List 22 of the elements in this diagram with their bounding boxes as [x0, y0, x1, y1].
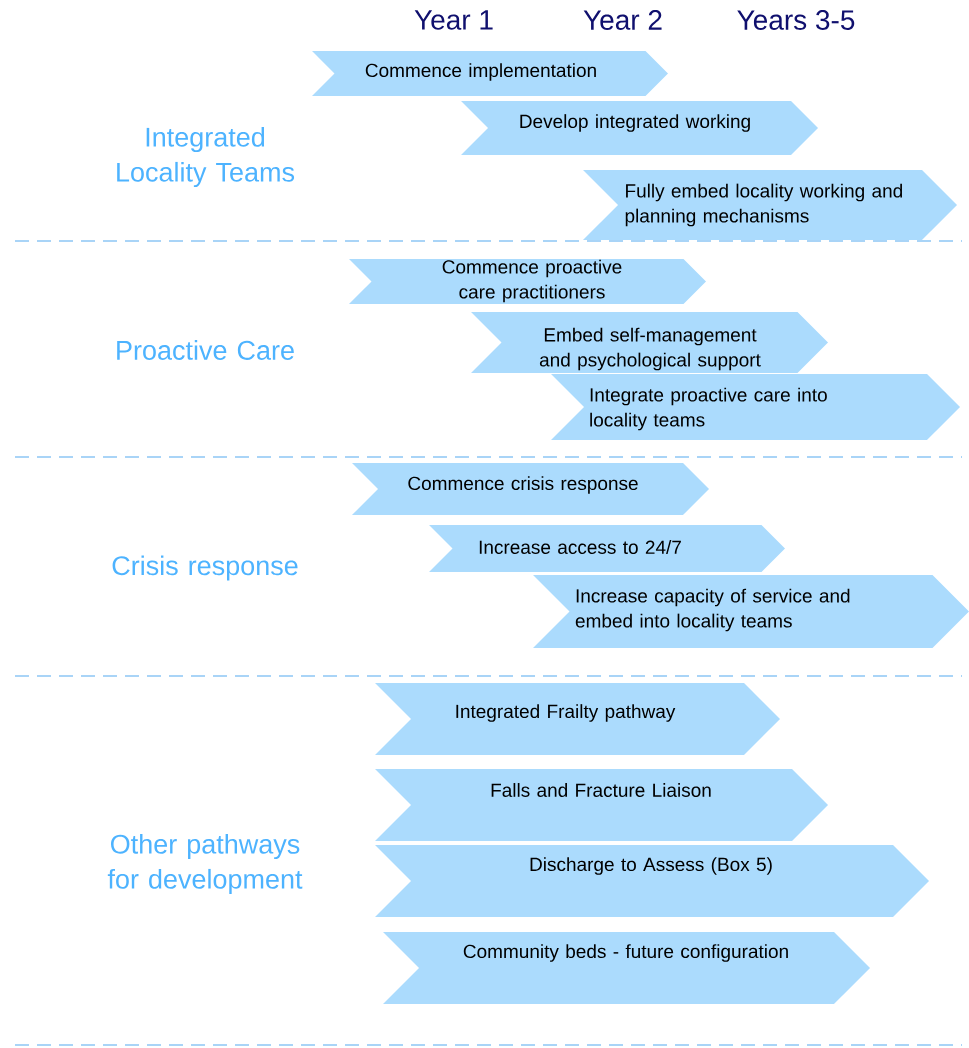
row-heading: Other pathways for development — [107, 833, 303, 895]
row-heading: Integrated Locality Teams — [117, 126, 295, 188]
node-label: Embed self-management and psychological support — [539, 327, 761, 371]
column-heading: Years 3-5 — [737, 10, 855, 30]
chevron-box: Increase capacity of service and embed into locality teams — [533, 575, 969, 648]
chevron-box: Fully embed locality working and planning mechanisms — [583, 170, 957, 240]
chevron-box: Commence implementation — [312, 51, 668, 96]
row-heading: Proactive Care — [117, 340, 294, 360]
chevron-box: Embed self-management and psychological support — [471, 312, 828, 373]
column-heading: Year 2 — [583, 10, 662, 30]
chevron-box: Develop integrated working — [461, 101, 818, 155]
chevron-box: Commence proactive care practitioners — [349, 259, 706, 304]
column-heading: Year 1 — [414, 10, 493, 30]
chevron-box: Integrate proactive care into locality teams — [551, 374, 960, 440]
chevron-box: Community beds - future configuration — [383, 932, 870, 1004]
chevron-box: Discharge to Assess (Box 5) — [375, 845, 929, 917]
row-heading: Crisis response — [112, 555, 298, 581]
chevron-box: Falls and Fracture Liaison — [375, 769, 828, 841]
node-label: Integrate proactive care into locality teams — [590, 387, 827, 431]
chevron-box: Commence crisis response — [352, 463, 709, 515]
chevron-box: Increase access to 24/7 — [429, 525, 785, 572]
chevron-box: Integrated Frailty pathway — [375, 683, 780, 755]
